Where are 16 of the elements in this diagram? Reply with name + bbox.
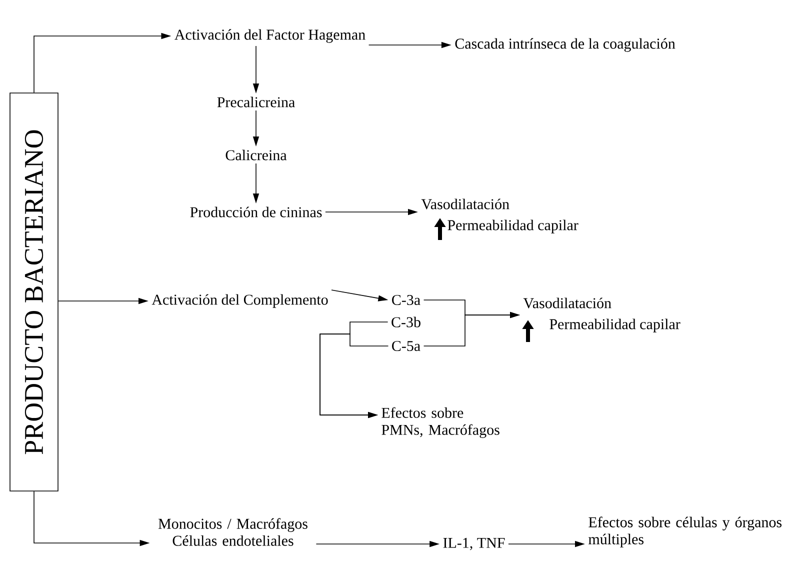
process-text: Cascada intrínseca de la coagulación (455, 38, 676, 52)
process-text: IL-1, TNF (443, 538, 505, 550)
component-text: C-5a (392, 340, 420, 352)
component-text: C-3b (392, 316, 420, 328)
effect-text: Efectos sobre PMNs, Macrófagos (382, 407, 500, 438)
effect-text: Vasodilatación Permeabilidad capilar (421, 198, 578, 234)
process-text: Activación del Complemento (152, 294, 328, 308)
component-text: C-3a (392, 294, 420, 306)
process-text: Producción de cininas (190, 206, 322, 218)
effect-text: Efectos sobre células y órganos múltiples (588, 516, 782, 548)
process-text: Activación del Factor Hageman (174, 29, 366, 43)
effect-text: Vasodilatación Permeabilidad capilar (523, 298, 680, 332)
process-text: Calicreina (226, 150, 287, 160)
process-text: Precalicreina (217, 96, 295, 108)
product-box: PRODUCTO BACTERIANO (10, 92, 58, 492)
process-text: Monocitos / Macrófagos Células endoteliales (158, 518, 308, 546)
